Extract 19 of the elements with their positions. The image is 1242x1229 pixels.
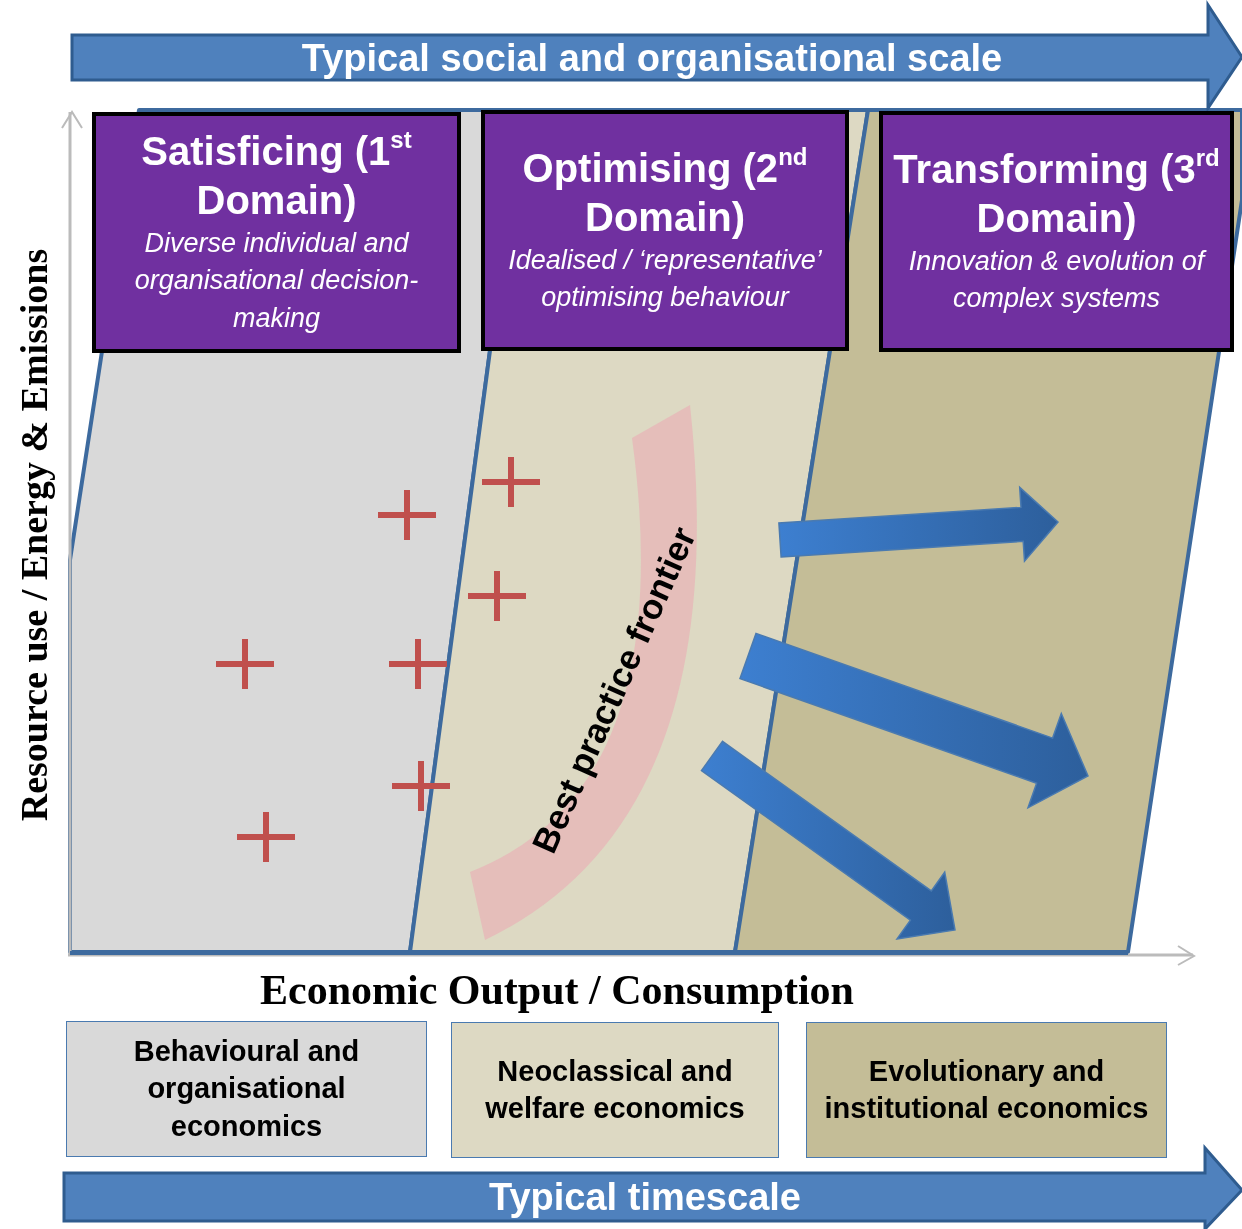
domain-box — [481, 110, 849, 351]
domain-box — [879, 111, 1234, 352]
domain-description: Idealised / ‘representative’ optimising behaviour — [507, 243, 823, 315]
timescale-label: Typical timescale — [489, 1175, 801, 1219]
domain-description: Innovation & evolution of complex systems — [907, 244, 1208, 316]
economics-label: Neoclassical and welfare economics — [484, 1053, 746, 1126]
domain-heading: Transforming (3$^{rd}$ Domain) — [892, 144, 1221, 242]
domain-description: Diverse individual and organisational decision-making — [133, 226, 420, 336]
domain-heading: Optimising (2$^{nd}$ Domain) — [521, 143, 809, 241]
domain-heading: Satisficing (1$^{st}$ Domain) — [140, 127, 413, 224]
y-axis-label: Resource use / Energy & Emissions — [12, 248, 56, 822]
domain-box — [92, 112, 461, 353]
economics-box — [451, 1022, 779, 1158]
economics-box — [806, 1022, 1167, 1158]
scale-label: Typical social and organisational scale — [301, 36, 1003, 80]
x-axis-label: Economic Output / Consumption — [260, 966, 854, 1014]
economics-label: Behavioural and organisational economics — [132, 1034, 361, 1144]
economics-box — [66, 1021, 427, 1157]
economics-label: Evolutionary and institutional economics — [823, 1053, 1150, 1126]
